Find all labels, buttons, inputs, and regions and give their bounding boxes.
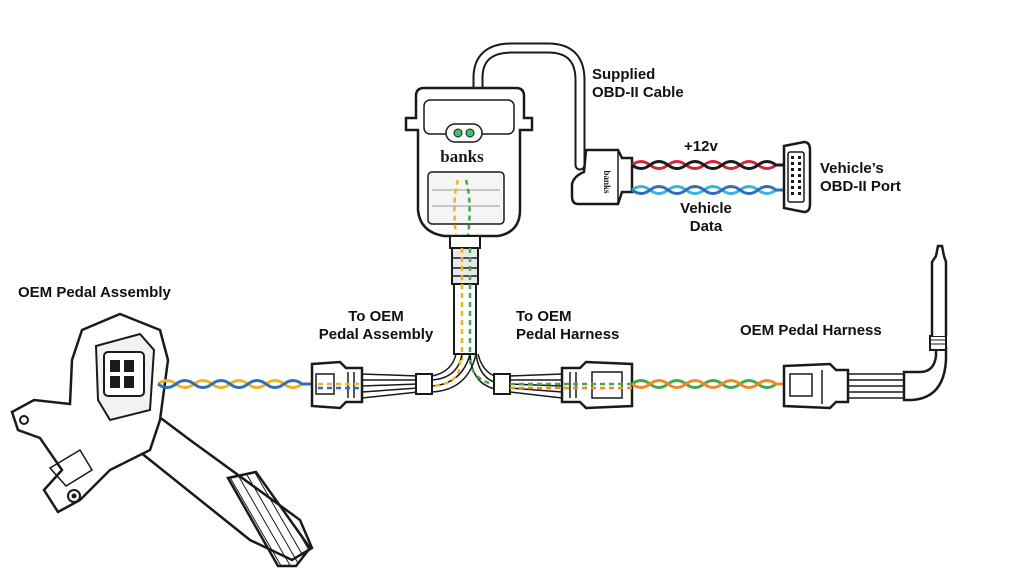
oem-pedal-harness: [782, 244, 948, 410]
pedal-assembly-wire: [157, 379, 312, 389]
module-stem-harness: [449, 235, 481, 360]
status-led-right: [465, 128, 475, 138]
pedal-harness-wire: [631, 379, 784, 389]
oem-pedal-assembly-label: OEM Pedal Assembly: [18, 284, 171, 301]
connector-brand-logo: banks: [602, 170, 612, 194]
vehicle-data-label: Vehicle Data: [668, 200, 744, 236]
supplied-cable-label-line1: Supplied: [592, 66, 656, 83]
plus12v-label: +12v: [684, 138, 718, 155]
vehicle-obd-port: [782, 140, 812, 214]
module-brand-logo: banks: [440, 147, 484, 166]
status-led-left: [453, 128, 463, 138]
to-oem-pedal-harness-label: To OEM Pedal Harness: [516, 308, 619, 344]
to-oem-pedal-harness-line1: To OEM: [516, 308, 572, 325]
to-oem-pedal-assembly-label: To OEM Pedal Assembly: [296, 308, 456, 344]
vehicle-data-label-line1: Vehicle: [680, 200, 732, 217]
vehicle-data-label-line2: Data: [689, 218, 723, 235]
to-oem-pedal-assembly-line1: To OEM: [348, 308, 404, 325]
supplied-obd-cable: [472, 42, 586, 171]
oem-pedal-harness-label: OEM Pedal Harness: [740, 322, 882, 339]
y-harness: [310, 353, 634, 410]
vehicle-port-label: Vehicle’s OBD-II Port: [820, 160, 901, 196]
vehicle-port-label-line2: OBD-II Port: [820, 178, 901, 195]
to-oem-pedal-harness-line2: Pedal Harness: [516, 326, 620, 343]
data-wire-pair: [631, 185, 784, 195]
vehicle-port-label-line1: Vehicle’s: [820, 160, 884, 177]
obd-cable-connector: banks: [570, 148, 634, 206]
power-wire-pair: [631, 160, 784, 170]
supplied-cable-label: Supplied OBD-II Cable: [592, 66, 684, 102]
supplied-cable-label-line2: OBD-II Cable: [592, 84, 684, 101]
oem-pedal-assembly: [10, 312, 314, 568]
banks-module: banks: [404, 86, 534, 238]
to-oem-pedal-assembly-line2: Pedal Assembly: [318, 326, 434, 343]
